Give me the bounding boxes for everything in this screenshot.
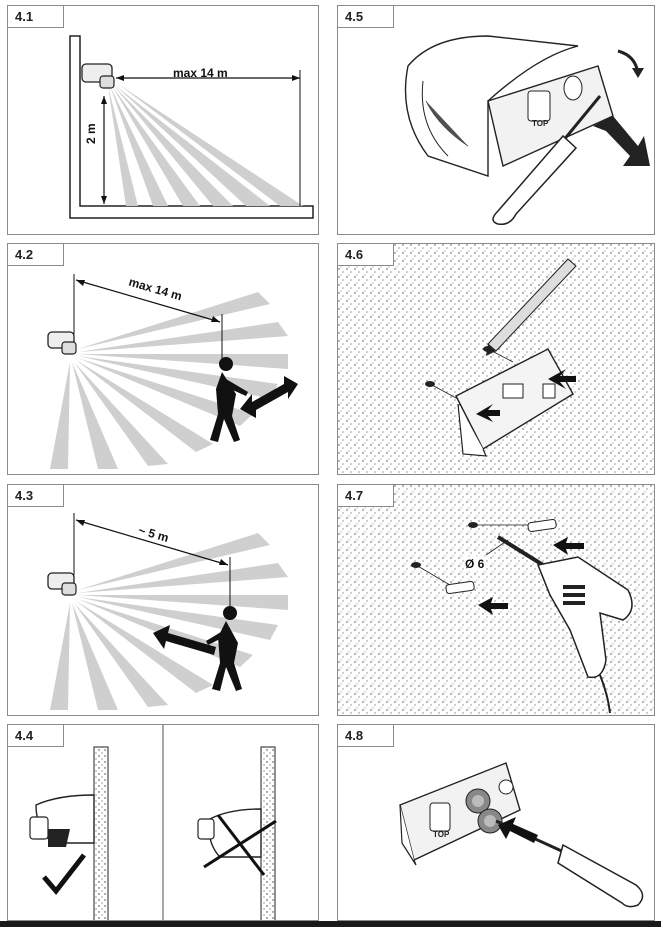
panel-4-2: 4.2 max 14 m <box>7 243 319 475</box>
panel-label: 4.4 <box>8 725 64 747</box>
arrow-icon <box>240 376 298 418</box>
panel-label: 4.3 <box>8 485 64 507</box>
break-out-openings-diagram: TOP <box>399 762 644 908</box>
panel-4-5: 4.5 TOP <box>337 5 655 235</box>
person-icon <box>210 357 248 442</box>
panel-4-8: 4.8 TOP <box>337 724 655 921</box>
cover-removal-diagram: TOP <box>404 35 650 226</box>
lateral-approach-diagram <box>47 513 288 710</box>
range-height-diagram <box>69 35 314 219</box>
mounting-orientation-diagram <box>29 725 277 920</box>
frontal-approach-diagram <box>47 274 298 469</box>
arrow-icon <box>593 116 650 166</box>
panel-4-3: 4.3 ~ 5 m <box>7 484 319 716</box>
top-mark: TOP <box>532 119 549 128</box>
panel-label: 4.7 <box>338 485 394 507</box>
dimension-label: Ø 6 <box>464 557 486 571</box>
panel-4-1: 4.1 max 14 m 2 m <box>7 5 319 235</box>
person-icon <box>206 606 242 691</box>
arrow-icon <box>498 817 538 843</box>
dimension-label: max 14 m <box>173 66 228 80</box>
panel-label: 4.1 <box>8 6 64 28</box>
panel-4-4: 4.4 <box>7 724 319 921</box>
top-mark: TOP <box>433 830 450 839</box>
panel-label: 4.8 <box>338 725 394 747</box>
panel-label: 4.2 <box>8 244 64 266</box>
arrow-icon <box>476 404 500 422</box>
mark-holes-diagram <box>338 244 654 474</box>
bottom-bar <box>0 921 661 927</box>
checkmark-icon <box>42 853 86 895</box>
panel-4-7: 4.7 Ø 6 <box>337 484 655 716</box>
panel-4-6: 4.6 <box>337 243 655 475</box>
cross-icon <box>203 814 277 876</box>
panel-label: 4.5 <box>338 6 394 28</box>
dimension-label: 2 m <box>84 123 98 144</box>
panel-label: 4.6 <box>338 244 394 266</box>
screwdriver-icon <box>492 95 602 226</box>
drill-icon <box>536 556 633 714</box>
arrow-icon <box>553 537 584 555</box>
drill-holes-diagram <box>338 485 654 715</box>
arrow-icon <box>153 625 216 655</box>
